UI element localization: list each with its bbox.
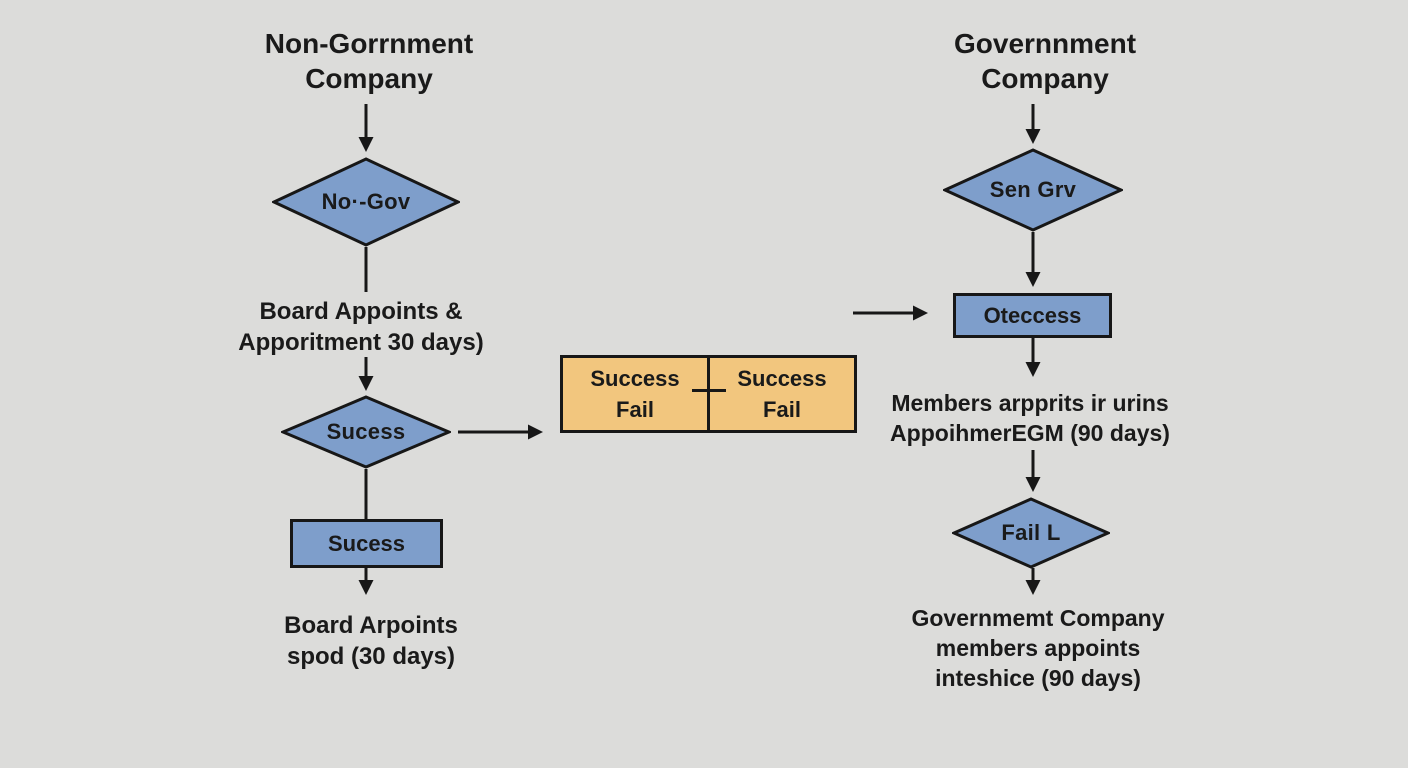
note-line: spod (30 days) — [286, 643, 456, 670]
note-line: AppoihmerEGM (90 days) — [890, 420, 1170, 446]
left-title-line2: Company — [305, 63, 433, 94]
note-line: Board Appoints & — [259, 298, 463, 325]
process-box-oteccess: Oteccess — [953, 293, 1112, 338]
decision-non-gov: No·-Gov — [272, 157, 460, 247]
cell-line: Fail — [763, 397, 801, 422]
note-line: inteshice (90 days) — [935, 665, 1141, 691]
right-step-note-2: Governmemt Company members appoints inte… — [911, 603, 1164, 693]
process-box-oteccess-label: Oteccess — [983, 302, 1082, 328]
left-column-title: Non-Gorrnment Company — [265, 26, 473, 96]
decision-sen-gov: Sen Grv — [943, 148, 1123, 232]
decision-fail-label: Fail L — [1001, 520, 1061, 545]
split-cell-right: Success Fail — [707, 358, 854, 430]
left-step-note-1: Board Appoints & Apporitment 30 days) — [238, 296, 483, 358]
diamond-shape — [272, 157, 460, 247]
note-line: members appoints — [935, 635, 1141, 661]
process-box-success: Sucess — [290, 519, 443, 568]
decision-non-gov-label: No·-Gov — [321, 189, 411, 214]
decision-sen-gov-label: Sen Grv — [989, 177, 1077, 202]
left-title-line1: Non-Gorrnment — [264, 28, 474, 59]
cell-line: Success — [737, 366, 827, 391]
note-line: Apporitment 30 days) — [238, 329, 484, 356]
diamond-shape — [943, 148, 1123, 232]
diamond-shape — [281, 395, 451, 469]
cell-line: Fail — [616, 397, 654, 422]
note-line: Members arpprits ir urins — [891, 390, 1169, 416]
right-title-line1: Governnment — [953, 28, 1137, 59]
decision-success-left: Sucess — [281, 395, 451, 469]
divider-tick — [691, 389, 726, 392]
note-line: Governmemt Company — [911, 605, 1165, 631]
decision-fail: Fail L — [952, 497, 1110, 569]
success-fail-split-box: Success Fail Success Fail — [560, 355, 857, 433]
decision-success-left-label: Sucess — [326, 419, 406, 444]
process-box-success-label: Sucess — [327, 530, 406, 556]
left-step-note-2: Board Arpoints spod (30 days) — [284, 610, 458, 672]
split-cell-left: Success Fail — [563, 358, 707, 430]
right-title-line2: Company — [981, 63, 1109, 94]
diamond-shape — [952, 497, 1110, 569]
right-step-note-1: Members arpprits ir urins AppoihmerEGM (… — [890, 388, 1170, 448]
right-column-title: Governnment Company — [954, 26, 1136, 96]
note-line: Board Arpoints — [284, 612, 458, 639]
cell-line: Success — [590, 366, 680, 391]
